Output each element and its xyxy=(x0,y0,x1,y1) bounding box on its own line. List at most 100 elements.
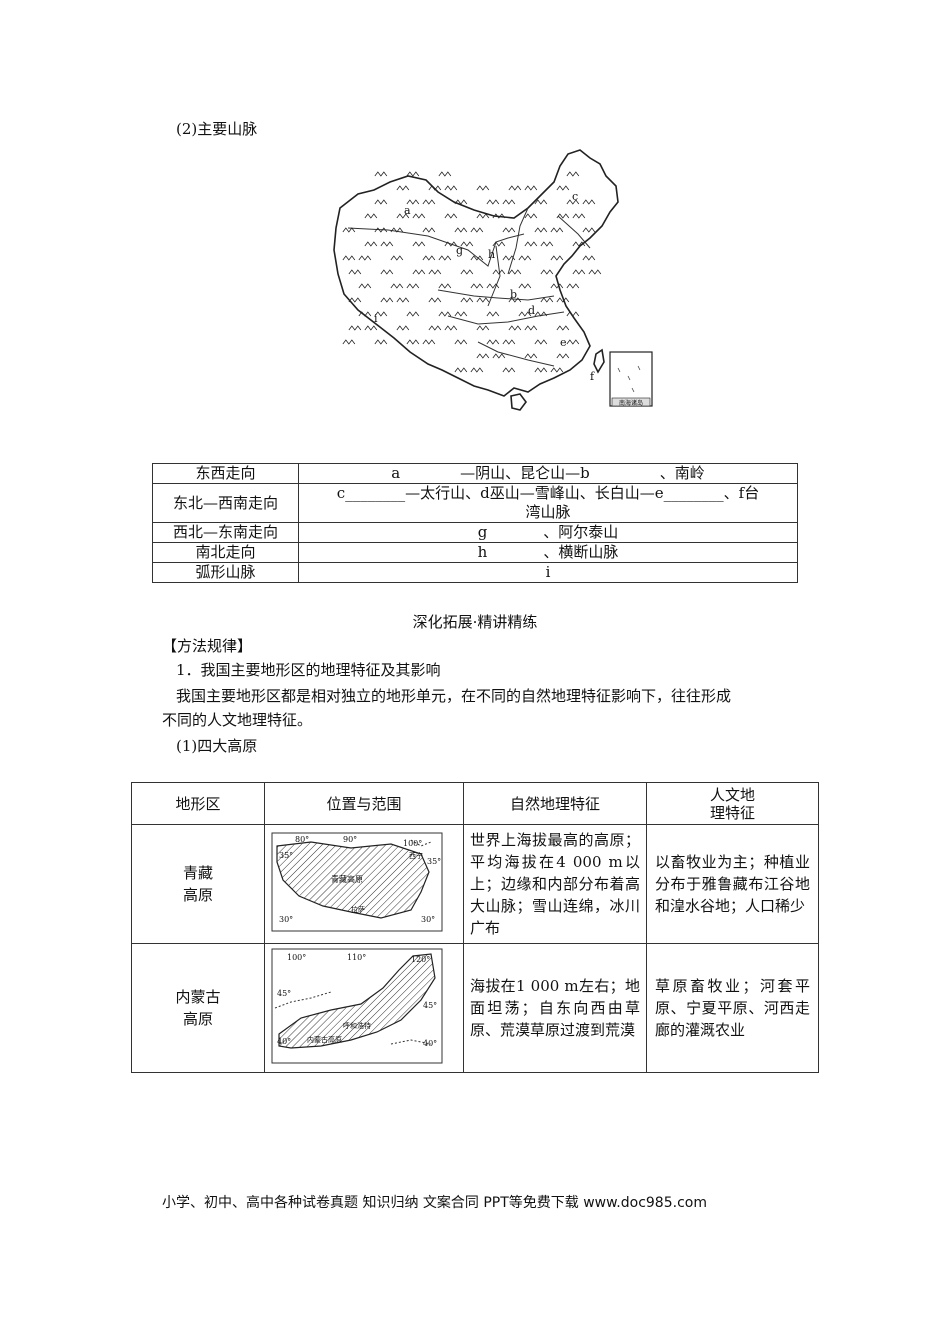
mountain-symbol xyxy=(582,199,596,205)
table-row: 弧形山脉 i xyxy=(152,562,798,583)
mountain-symbol xyxy=(390,227,404,233)
mountain-symbol xyxy=(540,297,554,303)
map-letter-h: h xyxy=(488,248,495,261)
mountain-symbol xyxy=(364,325,378,331)
svg-text:110°: 110° xyxy=(347,953,366,962)
mountain-symbol xyxy=(380,297,394,303)
mountain-symbol xyxy=(380,269,394,275)
china-mountain-map: 南海诸岛 a b c d e f g h i xyxy=(333,149,653,411)
mountain-symbol xyxy=(460,297,474,303)
svg-text:120°: 120° xyxy=(411,955,430,964)
table-row: 东北—西南走向 c________—太行山、d巫山—雪峰山、长白山—e_____… xyxy=(152,483,798,523)
mountain-symbol xyxy=(428,325,442,331)
direction-label: 东西走向 xyxy=(152,463,299,484)
mountain-symbol xyxy=(486,311,500,317)
mountain-symbol xyxy=(550,367,564,373)
mountain-symbol xyxy=(476,353,490,359)
mountain-symbol xyxy=(524,213,538,219)
mountain-symbol xyxy=(470,227,484,233)
plateau-name: 内蒙古高原 xyxy=(131,943,265,1073)
mountain-symbol xyxy=(412,241,426,247)
mountain-symbol xyxy=(358,283,372,289)
mountain-symbol xyxy=(566,311,580,317)
mountain-symbol xyxy=(454,199,468,205)
mountain-symbol xyxy=(582,255,596,261)
mountain-symbol xyxy=(454,227,468,233)
taiwan-island xyxy=(593,348,605,374)
mountain-symbol xyxy=(518,311,532,317)
point-heading: 1．我国主要地形区的地理特征及其影响 xyxy=(176,661,441,679)
mountain-symbol xyxy=(374,339,388,345)
mountain-symbol xyxy=(534,199,548,205)
inset-label: 南海诸岛 xyxy=(619,399,643,407)
mountain-symbol xyxy=(454,339,468,345)
natural-features: 海拔在1 000 m左右；地面坦荡；自东向西由草原、荒漠草原过渡到荒漠 xyxy=(463,943,647,1073)
svg-text:100°: 100° xyxy=(287,953,306,962)
mountain-symbol xyxy=(502,255,516,261)
mountain-symbol xyxy=(476,325,490,331)
mountain-symbol xyxy=(342,227,356,233)
mountain-symbol xyxy=(518,255,532,261)
mountain-symbol xyxy=(534,311,548,317)
mountain-symbol xyxy=(556,325,570,331)
mountain-symbol xyxy=(572,213,586,219)
direction-label: 西北—东南走向 xyxy=(152,522,299,543)
mountain-symbol xyxy=(524,185,538,191)
mountain-symbol xyxy=(550,255,564,261)
mountain-symbol xyxy=(428,185,442,191)
mountain-symbol xyxy=(518,283,532,289)
mountain-symbol xyxy=(374,199,388,205)
sub-heading: (1)四大高原 xyxy=(176,737,258,755)
svg-text:35°: 35° xyxy=(427,857,441,866)
map-letter-f: f xyxy=(590,370,595,383)
paragraph-continued: 不同的人文地理特征。 xyxy=(162,711,313,729)
map-letter-c: c xyxy=(572,190,578,203)
mountain-symbol xyxy=(406,339,420,345)
svg-text:40°: 40° xyxy=(277,1037,291,1046)
paragraph: 我国主要地形区都是相对独立的地形单元，在不同的自然地理特征影响下，往往形成 xyxy=(176,687,732,705)
mountain-symbol xyxy=(470,283,484,289)
mountain-symbol xyxy=(364,241,378,247)
mountain-symbol xyxy=(412,269,426,275)
mountain-symbol xyxy=(540,241,554,247)
mountain-symbol xyxy=(396,325,410,331)
mountain-symbol xyxy=(470,255,484,261)
direction-label: 弧形山脉 xyxy=(152,562,299,583)
mountain-symbol xyxy=(422,199,436,205)
svg-text:拉萨: 拉萨 xyxy=(351,905,365,914)
mountain-symbol xyxy=(406,283,420,289)
mountain-symbol xyxy=(396,185,410,191)
qinghai-tibet-map: 80° 90° 100° 35° 35° 西宁 青藏高原 拉萨 30° 30° xyxy=(271,832,443,932)
mountain-symbol xyxy=(550,283,564,289)
direction-label: 东北—西南走向 xyxy=(152,483,299,523)
mountain-symbol xyxy=(380,241,394,247)
svg-text:80°: 80° xyxy=(295,835,309,844)
method-title: 【方法规律】 xyxy=(162,637,253,655)
map-letter-b: b xyxy=(510,288,517,301)
deep-section-title: 深化拓展·精讲精练 xyxy=(412,613,538,631)
mountain-symbol xyxy=(492,213,506,219)
mountain-symbol xyxy=(374,171,388,177)
mountain-symbol xyxy=(556,297,570,303)
svg-text:35°: 35° xyxy=(279,851,293,860)
mountain-symbol xyxy=(534,367,548,373)
mountain-symbol xyxy=(374,311,388,317)
mountain-symbol xyxy=(486,199,500,205)
plateau-name: 青藏高原 xyxy=(131,824,265,944)
mountain-symbol xyxy=(348,297,362,303)
mountain-symbol xyxy=(566,339,580,345)
map-letter-g: g xyxy=(456,244,463,257)
mountain-symbol xyxy=(460,269,474,275)
mountain-symbol xyxy=(550,227,564,233)
mountain-symbol xyxy=(406,311,420,317)
table-row: 青藏高原 80° 90° 100° 35° 35° 西宁 青藏高原 拉萨 30°… xyxy=(131,824,819,944)
svg-text:45°: 45° xyxy=(277,989,291,998)
header-cell: 自然地理特征 xyxy=(463,782,647,825)
mountain-symbol xyxy=(476,213,490,219)
svg-text:30°: 30° xyxy=(279,915,293,924)
mountain-symbol xyxy=(412,213,426,219)
table-row: 内蒙古高原 100° 110° 120° 45° 45° 呼和浩特 内蒙古高原 … xyxy=(131,943,819,1073)
svg-text:青藏高原: 青藏高原 xyxy=(331,874,363,884)
map-letter-e: e xyxy=(560,336,567,349)
mountain-symbol xyxy=(502,367,516,373)
